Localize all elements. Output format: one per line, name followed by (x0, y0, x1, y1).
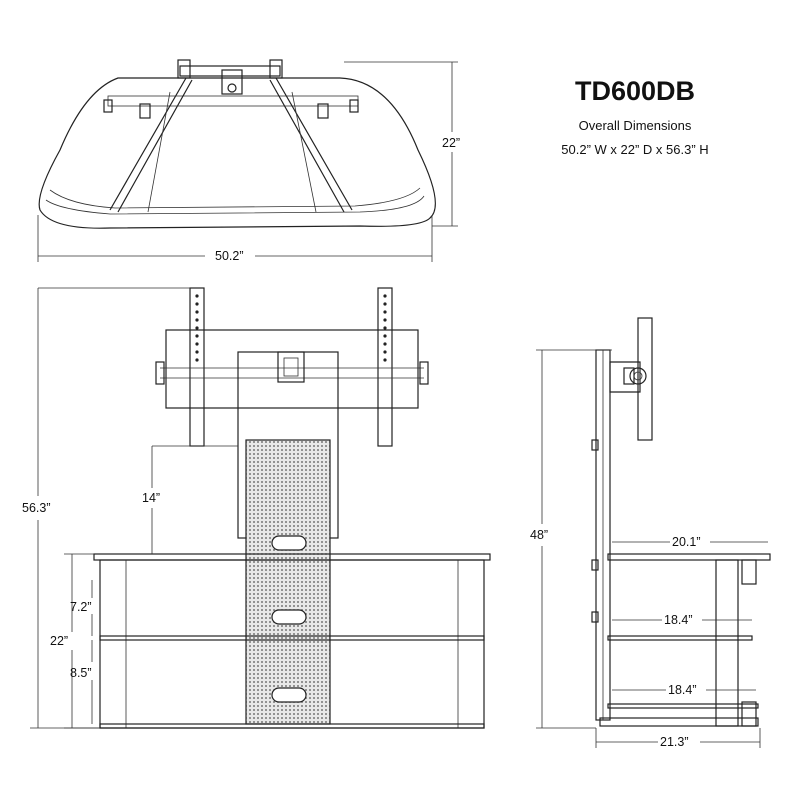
side-base (599, 717, 759, 727)
front-lower-gap-label: 8.5” (70, 666, 92, 680)
top-view-width-label: 50.2” (215, 249, 244, 263)
side-bottom-shelf-label: 18.4” (668, 683, 697, 697)
top-view-inner-edge (45, 195, 425, 215)
overall-dimensions-value: 50.2” W x 22” D x 56.3” H (561, 142, 709, 157)
side-view: 48” 20.1” 18.4” 18.4” 21.3” (530, 317, 771, 749)
front-bottom-shelf (99, 723, 485, 729)
front-perforated-panel (245, 439, 331, 725)
side-rear-leg (715, 559, 739, 727)
front-shelf-to-mount-label: 14” (142, 491, 160, 505)
side-middle-shelf (607, 635, 753, 641)
top-view: 50.2” 22” (37, 59, 460, 263)
side-base-depth-label: 21.3” (660, 735, 689, 749)
front-mount-frame (165, 329, 419, 409)
side-bottom-shelf (607, 703, 759, 709)
front-upper-gap-label: 7.2” (70, 600, 92, 614)
front-mount-rail-right (377, 287, 393, 447)
front-center-plate (277, 351, 305, 383)
front-cabinet-height-label: 22” (50, 634, 68, 648)
top-view-glass-outline (38, 77, 436, 229)
model-title: TD600DB (574, 76, 696, 106)
side-mount-pivot (629, 367, 647, 385)
side-mount-plate (637, 317, 653, 441)
overall-dimensions-label: Overall Dimensions (578, 118, 692, 133)
front-view: 56.3” 14” 22” 7.2” 8.5” (22, 287, 491, 729)
side-middle-shelf-label: 18.4” (664, 613, 693, 627)
top-view-depth-label: 22” (442, 136, 460, 150)
side-top-shelf (607, 553, 771, 561)
side-top-shelf-label: 20.1” (672, 535, 701, 549)
front-height-label: 56.3” (22, 501, 51, 515)
top-view-mount-bracket (179, 65, 281, 77)
side-height-label: 48” (530, 528, 548, 542)
front-middle-shelf (99, 635, 485, 641)
